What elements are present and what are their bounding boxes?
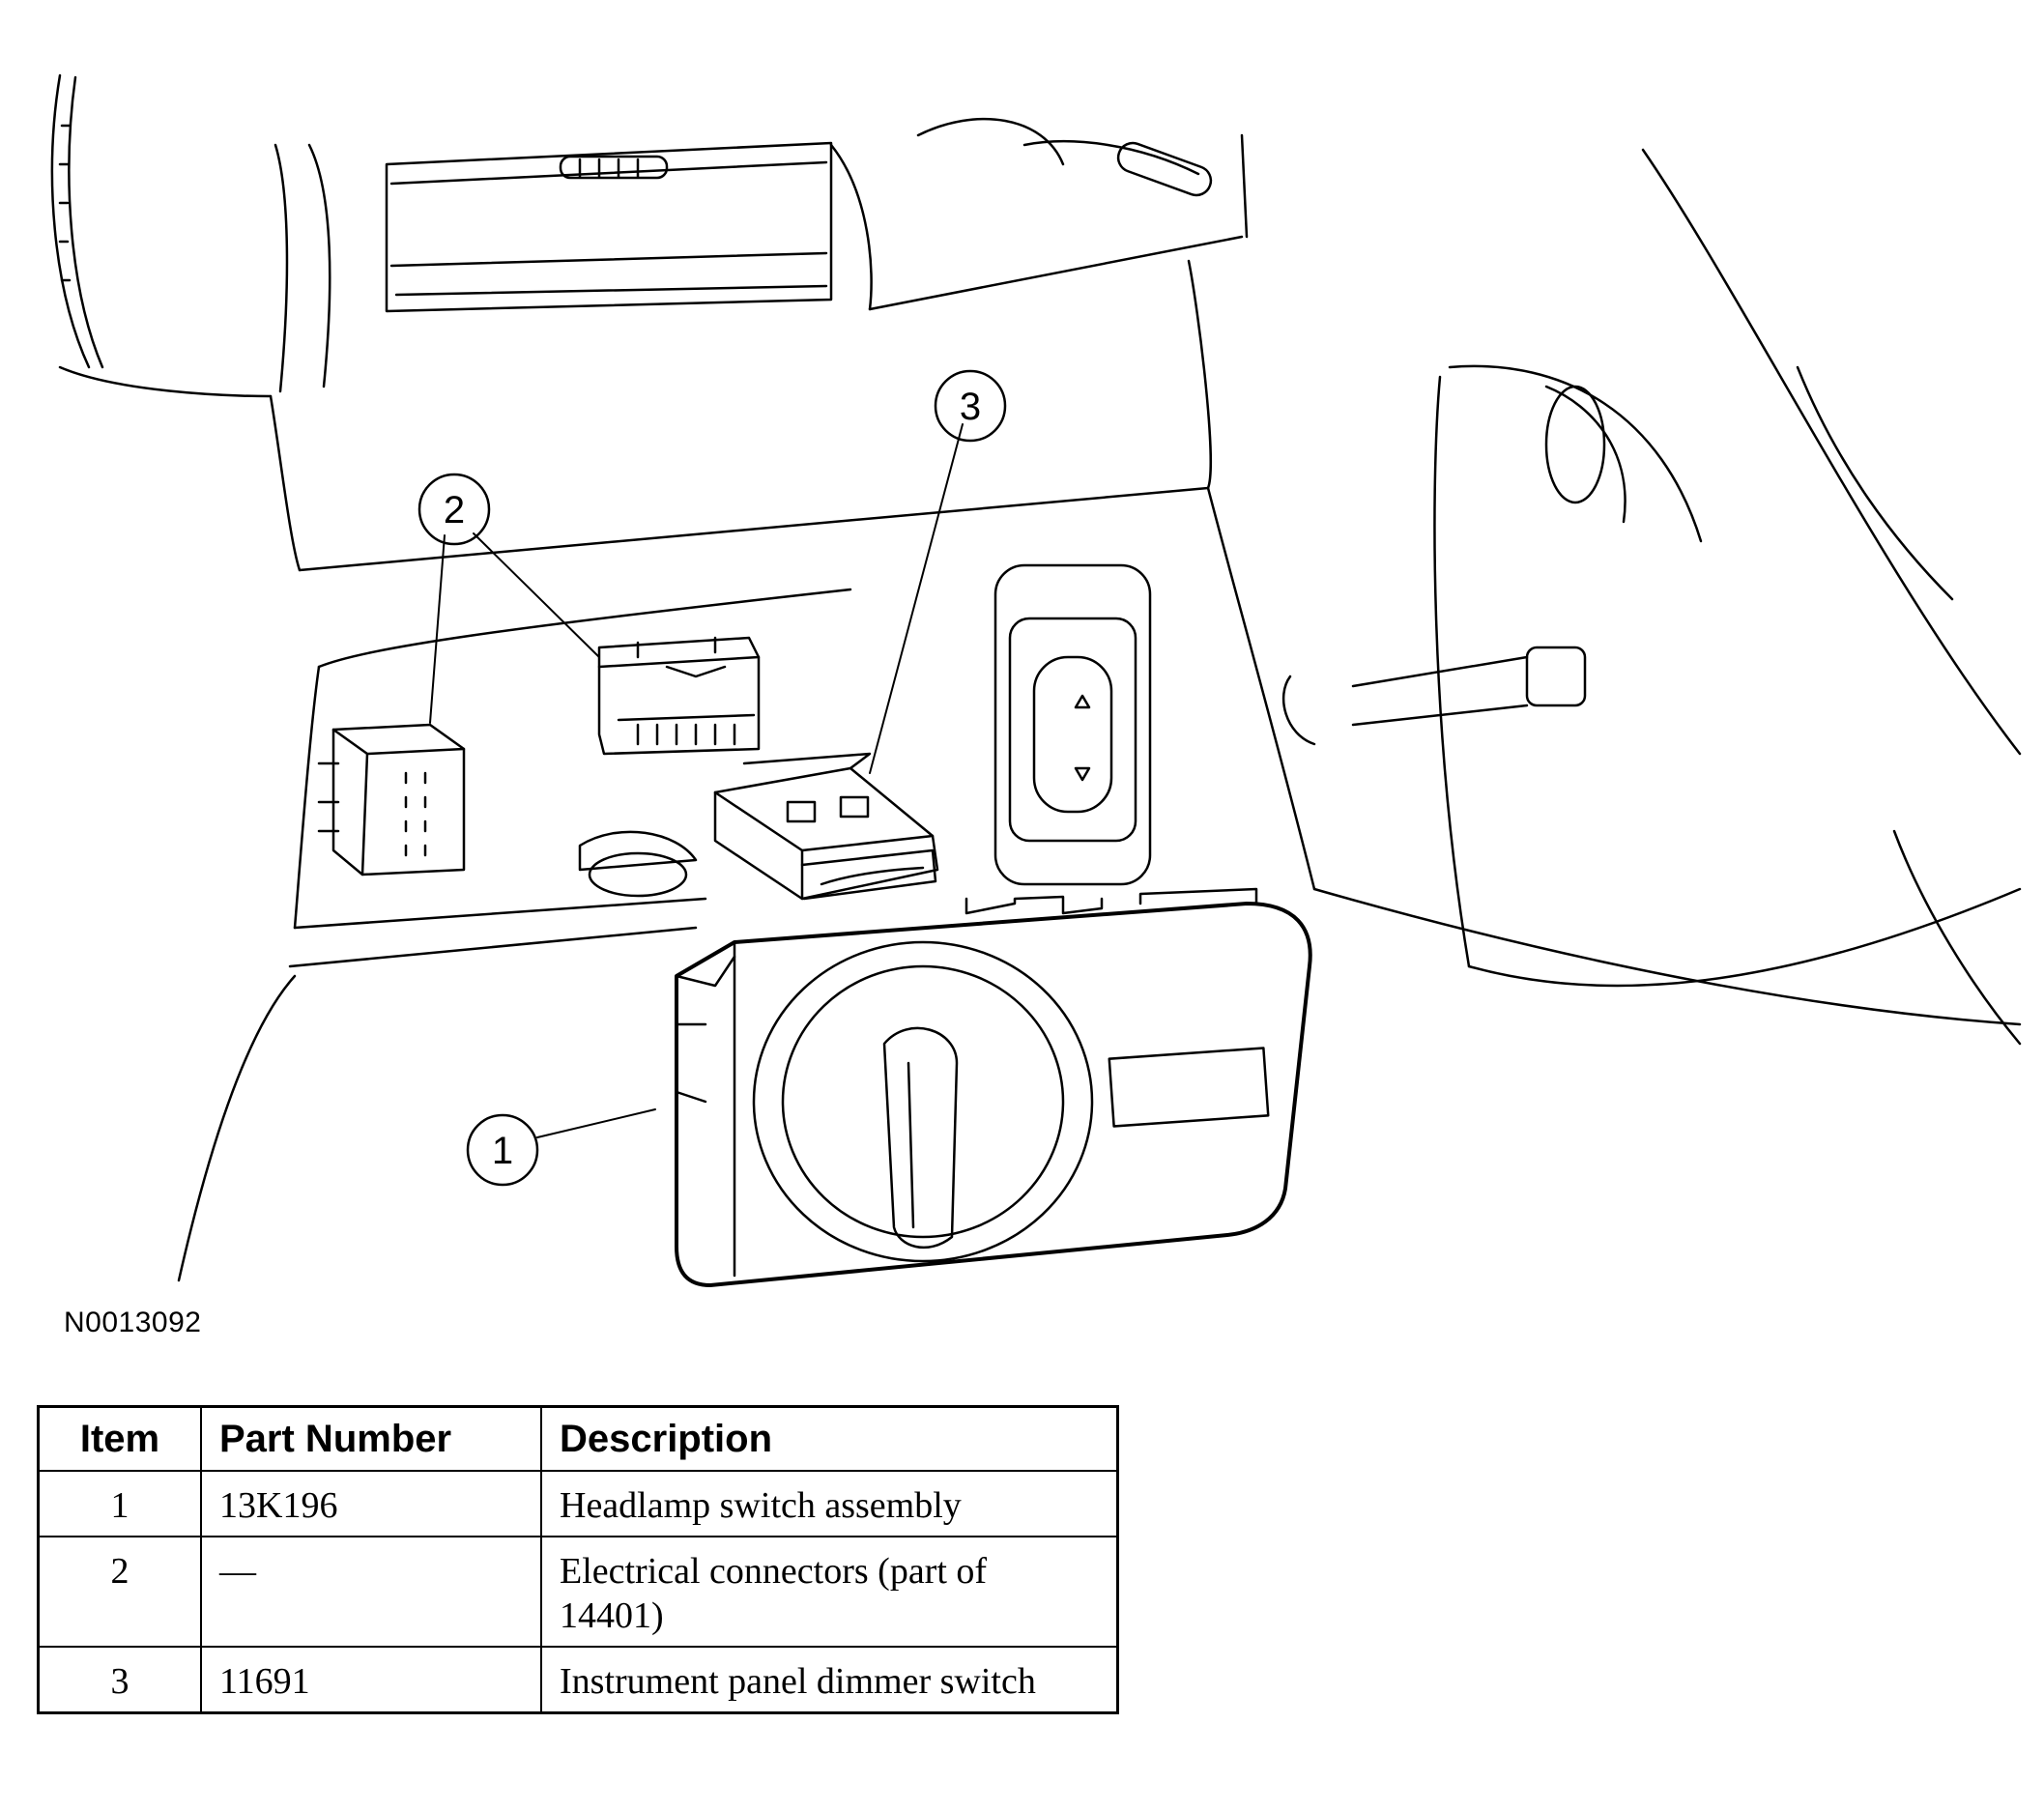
cell-item: 2 [37,1536,202,1648]
cell-description: Instrument panel dimmer switch [540,1646,1119,1714]
header-description: Description [540,1405,1119,1472]
instrument-panel-lower [177,259,2022,1282]
gauge-cluster-edge [50,73,273,398]
table-header-row: Item Part Number Description [37,1405,1119,1472]
leader-lines [429,423,964,1138]
cell-description: Headlamp switch assembly [540,1470,1119,1537]
figure-id: N0013092 [64,1307,202,1338]
cell-item: 1 [37,1470,202,1537]
electrical-connector-left [317,723,466,876]
dimmer-switch [713,752,939,901]
steering-column [1351,148,2022,1046]
cell-part-number: 13K196 [200,1470,542,1537]
callout-1: 1 [466,1113,539,1187]
header-item: Item [37,1405,202,1472]
cell-part-number: — [200,1536,542,1648]
cell-part-number: 11691 [200,1646,542,1714]
table-row: 1 13K196 Headlamp switch assembly [37,1470,1119,1537]
header-part-number: Part Number [200,1405,542,1472]
cell-description: Electrical connectors (part of 14401) [540,1536,1119,1648]
cell-item: 3 [37,1646,202,1714]
svg-text:1: 1 [492,1130,513,1172]
headlamp-switch-diagram: 1 2 3 [50,73,2022,1287]
electrical-connector-center [597,636,761,756]
callout-2: 2 [417,473,491,546]
svg-text:2: 2 [444,489,465,532]
table-row: 3 11691 Instrument panel dimmer switch [37,1646,1119,1714]
headlamp-switch-assembly [675,887,1312,1287]
parts-table: Item Part Number Description 1 13K196 He… [37,1405,1119,1714]
air-vent [273,117,1249,393]
table-row: 2 — Electrical connectors (part of 14401… [37,1536,1119,1648]
svg-text:3: 3 [960,386,981,428]
callout-3: 3 [934,369,1007,443]
